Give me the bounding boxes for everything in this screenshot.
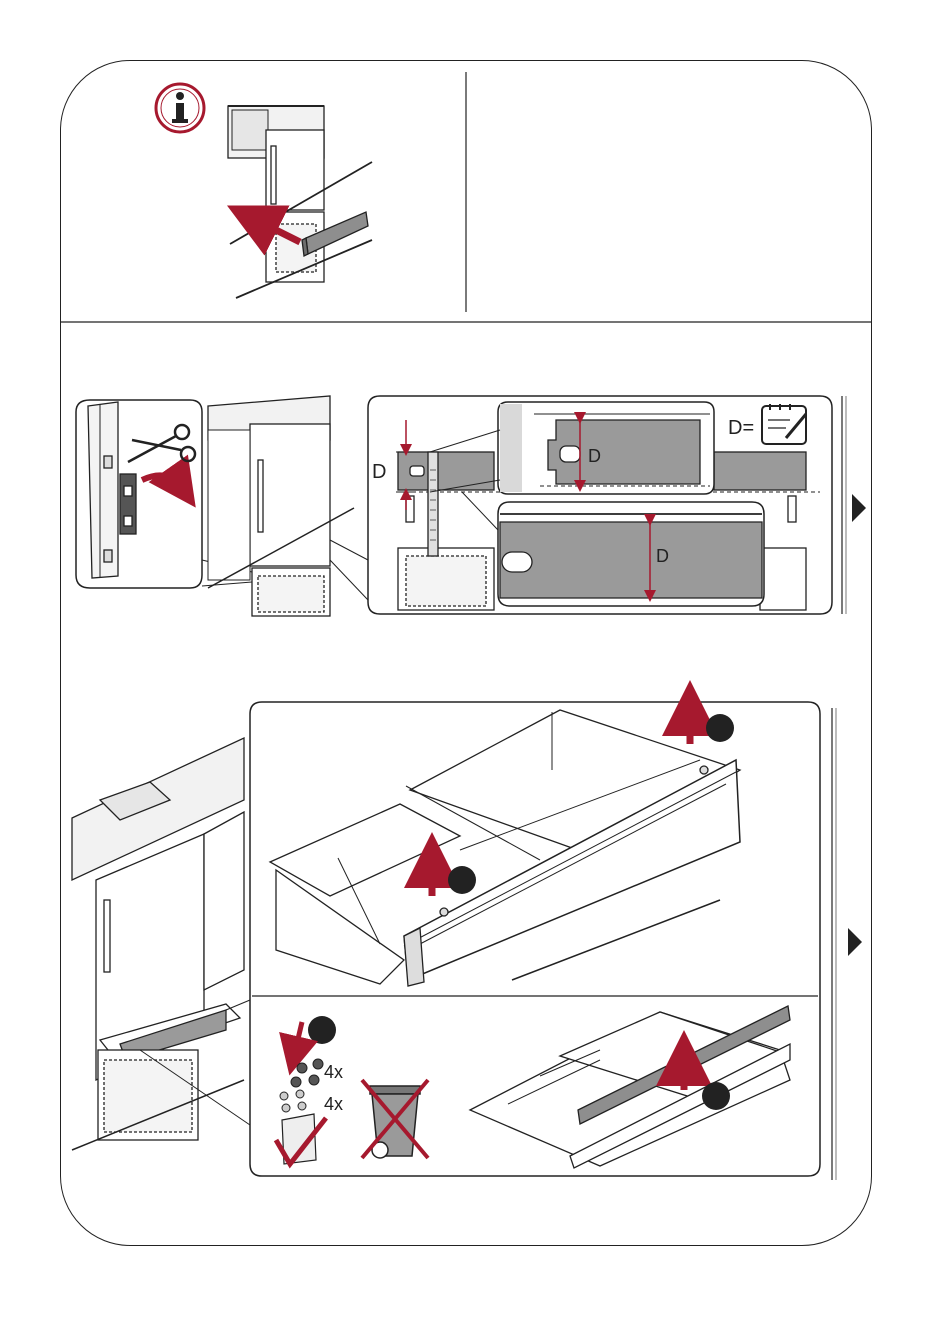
fridge-open-drawer-illustration bbox=[72, 738, 250, 1150]
note-label: D= bbox=[728, 417, 754, 439]
play-arrow-icon-2 bbox=[848, 928, 862, 956]
nuts-quantity: 4x bbox=[324, 1062, 343, 1082]
zoom-top-label: D bbox=[588, 446, 601, 466]
dimension-label: D bbox=[372, 461, 386, 483]
zoom-bottom-inset bbox=[462, 492, 764, 606]
step-marker-2 bbox=[448, 866, 476, 894]
play-arrow-icon bbox=[852, 494, 866, 522]
fridge-installation-illustration bbox=[228, 106, 372, 298]
info-icon bbox=[156, 84, 204, 132]
washers-quantity: 4x bbox=[324, 1094, 343, 1114]
fridge-front-illustration bbox=[208, 396, 368, 616]
step-marker-3 bbox=[308, 1016, 336, 1044]
notepad-pencil-icon bbox=[762, 404, 806, 444]
zoom-bottom-label: D bbox=[656, 546, 669, 566]
step-marker-4 bbox=[702, 1082, 730, 1110]
step-marker-1 bbox=[706, 714, 734, 742]
